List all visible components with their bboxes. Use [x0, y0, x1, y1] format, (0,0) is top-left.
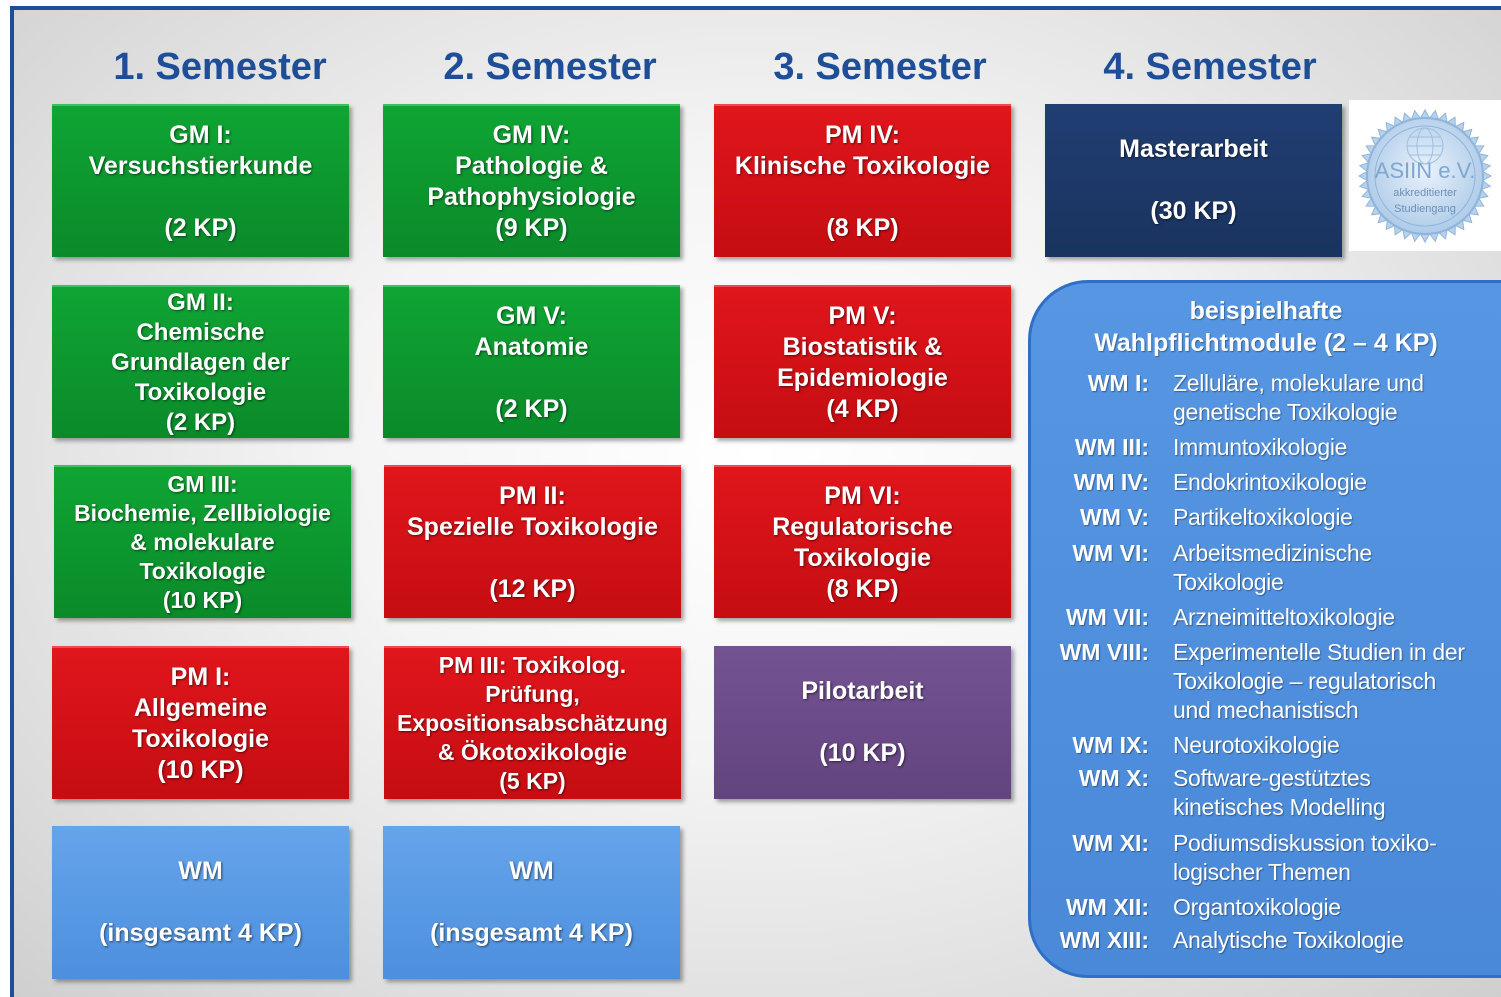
- curriculum-frame: 1. Semester 2. Semester 3. Semester 4. S…: [10, 6, 1501, 997]
- wahlpflicht-item-code: WM V:: [1080, 504, 1149, 530]
- wahlpflicht-item-name: Endokrintoxikologie: [1173, 469, 1367, 495]
- wahlpflicht-item-code: WM I:: [1087, 370, 1149, 396]
- module-credits: (10 KP): [819, 739, 906, 767]
- module-code: PM V:: [828, 301, 897, 330]
- wahlpflicht-item-code: WM XII:: [1065, 894, 1149, 920]
- wahlpflicht-item-name: Neurotoxikologie: [1173, 732, 1340, 758]
- module-pm4: PM IV: Klinische Toxikologie (8 KP): [714, 104, 1011, 257]
- module-credits: (insgesamt 4 KP): [430, 919, 633, 947]
- module-wm-semester-2: WM (insgesamt 4 KP): [383, 826, 680, 979]
- wahlpflicht-item-name: Podiumsdiskussion toxiko- logischer Them…: [1173, 830, 1437, 885]
- module-name: Anatomie: [474, 332, 589, 361]
- module-code: PM I:: [170, 662, 231, 691]
- wahlpflicht-item-name: Experimentelle Studien in der Toxikologi…: [1173, 639, 1465, 723]
- module-credits: (5 KP): [499, 768, 566, 794]
- module-credits: (2 KP): [165, 408, 236, 436]
- wahlpflicht-item-code: WM X:: [1078, 765, 1149, 791]
- module-code: GM II:: [167, 288, 234, 316]
- module-code: GM V:: [496, 301, 567, 330]
- module-gm4: GM IV: Pathologie & Pathophysiologie (9 …: [383, 104, 680, 257]
- seal-line-1: akkreditierter: [1393, 187, 1457, 199]
- module-name: Masterarbeit: [1119, 135, 1268, 163]
- module-code: WM: [509, 857, 554, 885]
- module-name: Biochemie, Zellbiologie & molekulare Tox…: [74, 500, 331, 584]
- module-credits: (insgesamt 4 KP): [99, 919, 302, 947]
- module-name: Regulatorische Toxikologie: [772, 512, 953, 572]
- semester-2-heading: 2. Semester: [443, 46, 657, 88]
- wahlpflicht-item-name: Analytische Toxikologie: [1173, 927, 1404, 953]
- wahlpflicht-item-code: WM XIII:: [1059, 927, 1149, 953]
- module-gm3: GM III: Biochemie, Zellbiologie & moleku…: [54, 465, 351, 618]
- module-credits: (2 KP): [164, 213, 237, 242]
- module-gm1: GM I: Versuchstierkunde (2 KP): [52, 104, 349, 257]
- module-wm-semester-1: WM (insgesamt 4 KP): [52, 826, 349, 979]
- wahlpflichtmodule-panel: beispielhafte Wahlpflichtmodule (2 – 4 K…: [1028, 280, 1501, 978]
- module-name: Klinische Toxikologie: [734, 151, 991, 180]
- module-credits: (9 KP): [495, 213, 568, 242]
- module-credits: (4 KP): [826, 394, 899, 423]
- module-name: Versuchstierkunde: [88, 151, 313, 180]
- module-code: PM III: Toxikolog.: [438, 652, 627, 678]
- wahlpflicht-item-code: WM VI:: [1072, 540, 1149, 566]
- module-name: Biostatistik & Epidemiologie: [777, 332, 948, 392]
- semester-1-heading: 1. Semester: [113, 46, 327, 88]
- module-name: Prüfung, Expositionsabschätzung & Ökotox…: [397, 681, 668, 765]
- wahlpflicht-item-code: WM XI:: [1072, 830, 1149, 856]
- wahlpflicht-item-code: WM VIII:: [1059, 639, 1149, 665]
- semester-3-heading: 3. Semester: [773, 46, 987, 88]
- module-name: Spezielle Toxikologie: [407, 512, 658, 541]
- module-pm6: PM VI: Regulatorische Toxikologie (8 KP): [714, 465, 1011, 618]
- module-credits: (10 KP): [157, 755, 244, 784]
- module-credits: (30 KP): [1150, 197, 1237, 225]
- module-name: Pilotarbeit: [801, 677, 924, 705]
- wahlpflicht-item-name: Arbeitsmedizinische Toxikologie: [1173, 540, 1372, 595]
- wahlpflicht-item-code: WM IV:: [1073, 469, 1149, 495]
- seal-line-2: Studiengang: [1394, 203, 1456, 215]
- wahlpflicht-title: beispielhafte Wahlpflichtmodule (2 – 4 K…: [1094, 297, 1438, 357]
- module-name: Pathologie & Pathophysiologie: [427, 151, 636, 211]
- module-code: WM: [178, 857, 223, 885]
- wahlpflicht-item-code: WM VII:: [1065, 604, 1149, 630]
- module-credits: (12 KP): [489, 574, 576, 603]
- semester-4-heading: 4. Semester: [1103, 46, 1317, 88]
- module-credits: (2 KP): [495, 394, 568, 423]
- module-code: GM III:: [167, 471, 238, 497]
- module-pilotarbeit: Pilotarbeit (10 KP): [714, 646, 1011, 799]
- module-gm2: GM II: Chemische Grundlagen der Toxikolo…: [52, 285, 349, 438]
- module-masterarbeit: Masterarbeit (30 KP): [1045, 104, 1342, 257]
- module-pm3: PM III: Toxikolog. Prüfung, Expositionsa…: [384, 646, 681, 799]
- module-credits: (10 KP): [162, 587, 243, 613]
- module-pm2: PM II: Spezielle Toxikologie (12 KP): [384, 465, 681, 618]
- module-code: PM VI:: [824, 481, 901, 510]
- module-code: PM II:: [499, 481, 566, 510]
- wahlpflicht-item-name: Arzneimitteltoxikologie: [1173, 604, 1395, 630]
- module-credits: (8 KP): [826, 213, 899, 242]
- seal-badge-icon: ASIIN e.V. akkreditierter Studiengang: [1357, 108, 1493, 244]
- wahlpflicht-item-name: Organtoxikologie: [1173, 894, 1341, 920]
- module-code: GM IV:: [492, 120, 571, 149]
- module-pm5: PM V: Biostatistik & Epidemiologie (4 KP…: [714, 285, 1011, 438]
- module-code: GM I:: [169, 120, 232, 149]
- module-code: PM IV:: [824, 120, 900, 149]
- asiin-accreditation-seal: ASIIN e.V. akkreditierter Studiengang: [1349, 100, 1501, 251]
- module-name: Allgemeine Toxikologie: [131, 693, 270, 753]
- module-gm5: GM V: Anatomie (2 KP): [383, 285, 680, 438]
- module-credits: (8 KP): [826, 574, 899, 603]
- seal-org-text: ASIIN e.V.: [1375, 158, 1476, 183]
- wahlpflicht-item-code: WM III:: [1074, 434, 1149, 460]
- module-pm1: PM I: Allgemeine Toxikologie (10 KP): [52, 646, 349, 799]
- wahlpflicht-item-name: Software-gestütztes kinetisches Modellin…: [1173, 765, 1386, 820]
- module-name: Chemische Grundlagen der Toxikologie: [111, 318, 290, 406]
- wahlpflicht-item-name: Zelluläre, molekulare und genetische Tox…: [1173, 370, 1424, 425]
- wahlpflicht-item-name: Partikeltoxikologie: [1173, 504, 1353, 530]
- wahlpflicht-item-name: Immuntoxikologie: [1173, 434, 1348, 460]
- wahlpflicht-item-code: WM IX:: [1072, 732, 1149, 758]
